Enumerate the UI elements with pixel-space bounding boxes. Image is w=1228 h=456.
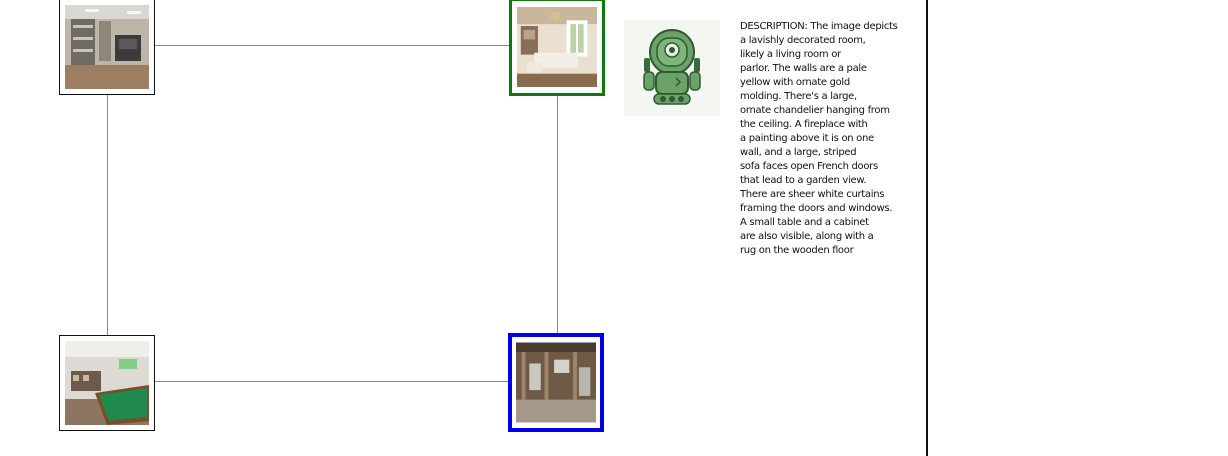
edge-right <box>557 96 558 333</box>
description-line: framing the doors and windows. <box>740 203 893 214</box>
description-line: ornate chandelier hanging from <box>740 105 890 116</box>
description-line: likely a living room or <box>740 49 841 60</box>
navigation-graph <box>59 0 605 432</box>
description-line: There are sheer white curtains <box>740 189 885 200</box>
node-storage-room[interactable] <box>59 0 155 95</box>
description-line: yellow with ornate gold <box>740 77 850 88</box>
description-line: A small table and a cabinet <box>740 217 869 228</box>
node-living-room[interactable] <box>509 0 605 96</box>
description-line: wall, and a large, striped <box>740 147 857 158</box>
right-panel <box>928 0 1228 456</box>
agent-avatar <box>624 20 720 116</box>
description-line: are also visible, along with a <box>740 231 874 242</box>
description-line: rug on the wooden floor <box>740 245 854 256</box>
description-line: a painting above it is on one <box>740 133 874 144</box>
description-line: a lavishly decorated room, <box>740 35 866 46</box>
node-game-room[interactable] <box>59 335 155 431</box>
storage-room-thumbnail <box>65 5 149 89</box>
description-line: the ceiling. A fireplace with <box>740 119 868 130</box>
robot-icon <box>643 29 701 105</box>
description-line: DESCRIPTION: The image depicts <box>740 21 898 32</box>
edge-bottom <box>155 381 509 382</box>
description-line: sofa faces open French doors <box>740 161 878 172</box>
description-line: molding. There's a large, <box>740 91 857 102</box>
game-room-thumbnail <box>65 341 149 425</box>
node-basement[interactable] <box>508 333 604 432</box>
edge-top <box>155 45 509 46</box>
scene-description: DESCRIPTION: The image depicts a lavishly… <box>740 20 910 258</box>
basement-thumbnail <box>516 342 596 423</box>
description-line: that lead to a garden view. <box>740 175 867 186</box>
panel-divider <box>926 0 928 456</box>
living-room-thumbnail <box>517 7 597 87</box>
description-line: parlor. The walls are a pale <box>740 63 867 74</box>
edge-left <box>107 95 108 336</box>
